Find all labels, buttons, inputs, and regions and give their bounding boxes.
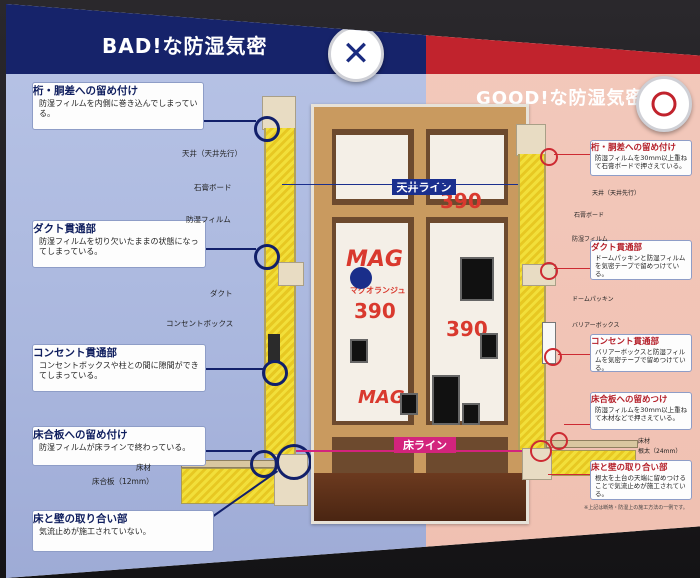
bad-callout-2-title: ダクト貫通部 xyxy=(33,223,96,235)
bad-insulation-wall xyxy=(264,128,296,458)
floor-line xyxy=(296,450,546,452)
ceiling-line xyxy=(282,184,546,185)
bad-label-ceiling: 天井（天井先行） xyxy=(182,149,242,158)
good-lead-5 xyxy=(548,474,590,475)
good-lead-2 xyxy=(554,268,590,269)
bad-callout-3-desc: コンセントボックスや柱との間に隙間ができてしまっている。 xyxy=(39,361,199,380)
good-callout-1: 桁・胴差への留め付け 防湿フィルムを30mm以上重ねて石膏ボードで押さえている。 xyxy=(590,140,692,176)
good-callout-3-title: コンセント貫通部 xyxy=(591,337,660,347)
ceiling-line-label: 天井ライン xyxy=(392,179,456,195)
good-label-barrier-box: バリアーボックス xyxy=(572,322,620,329)
bad-ring-outlet xyxy=(262,360,288,386)
good-callout-2-title: ダクト貫通部 xyxy=(591,243,643,253)
good-callout-2-desc: ドームパッキンと防湿フィルムを気密テープで留めつけている。 xyxy=(595,254,686,278)
product-name-left: マグオランジュ xyxy=(350,286,406,295)
bad-ring-junction xyxy=(276,444,312,480)
bad-lead-1 xyxy=(202,120,256,122)
good-callout-4-title: 床合板への留めつけ xyxy=(591,395,668,405)
bad-label-outlet-box: コンセントボックス xyxy=(166,319,234,328)
good-label-dome: ドームパッキン xyxy=(572,296,614,303)
display-board: BAD!な防湿気密 ✕ GOOD!な防湿気密 桁・胴差への留め付け 防湿フィルム… xyxy=(6,4,700,578)
good-callout-3: コンセント貫通部 バリアーボックスと防湿フィルムを気密テープで留めつけている。 xyxy=(590,334,692,372)
product-number-left: 390 xyxy=(354,299,396,323)
good-callout-5-title: 床と壁の取り合い部 xyxy=(591,463,668,473)
bad-duct xyxy=(278,262,304,286)
good-ring-junction xyxy=(530,440,552,462)
bad-callout-1-title: 桁・胴差への留め付け xyxy=(33,85,138,97)
good-callout-5: 床と壁の取り合い部 根太を土台の天端に留めつけることで気流止めが施工されている。 xyxy=(590,460,692,500)
bad-label-duct: ダクト xyxy=(210,289,233,298)
good-callout-4-desc: 防湿フィルムを30mm以上重ねて木材などで押さえている。 xyxy=(595,406,688,422)
circle-ok-icon xyxy=(636,76,692,132)
bad-label-film: 防湿フィルム xyxy=(186,215,231,224)
duct-box xyxy=(460,257,494,301)
bad-callout-3-title: コンセント貫通部 xyxy=(33,347,117,359)
brand-logo-bottom: MAG xyxy=(358,387,405,408)
good-footnote: ※上記は断熱・防湿上の施工方法の一例です。 xyxy=(584,505,688,511)
outlet-box-1 xyxy=(350,339,368,363)
good-title: GOOD!な防湿気密 xyxy=(476,88,645,109)
left-post xyxy=(314,107,332,477)
good-ring-outlet xyxy=(544,348,562,366)
good-header-band xyxy=(426,4,700,74)
bad-lead-3 xyxy=(204,368,264,370)
bad-callout-2-desc: 防湿フィルムを切り欠いたままの状態になってしまっている。 xyxy=(39,237,199,256)
bad-callout-3: コンセント貫通部 コンセントボックスや柱との間に隙間ができてしまっている。 xyxy=(32,344,206,392)
floor-line-label: 床ライン xyxy=(394,437,456,453)
good-label-ceiling: 天井（天井先行） xyxy=(592,190,641,197)
good-label-film: 防湿フィルム xyxy=(572,236,608,243)
good-label-gypsum: 石膏ボード xyxy=(574,212,605,219)
bad-callout-5-desc: 気流止めが施工されていない。 xyxy=(39,527,151,536)
good-ring-floor xyxy=(550,432,568,450)
mockup-photo: MAG マグオランジュ 390 390 390 MAG 天井ライン 床ライン xyxy=(311,104,529,524)
wood-floor xyxy=(314,473,526,521)
good-callout-5-desc: 根太を土台の天端に留めつけることで気流止めが施工されている。 xyxy=(595,474,686,498)
bad-lead-4 xyxy=(204,450,252,452)
bad-callout-4-title: 床合板への留め付け xyxy=(33,429,128,441)
good-callout-2: ダクト貫通部 ドームパッキンと防湿フィルムを気密テープで留めつけている。 xyxy=(590,240,692,280)
bad-label-floor-plywood: 床合板（12mm） xyxy=(92,477,154,486)
good-lead-3 xyxy=(558,354,590,355)
bad-callout-4-desc: 防湿フィルムが床ラインで終わっている。 xyxy=(39,443,191,452)
good-label-floor: 床材 xyxy=(638,438,651,445)
bad-label-gypsum: 石膏ボード xyxy=(194,183,232,192)
good-ring-beam xyxy=(540,148,558,166)
bad-callout-4: 床合板への留め付け 防湿フィルムが床ラインで終わっている。 xyxy=(32,426,206,466)
outlet-box-2 xyxy=(480,333,498,359)
bad-callout-1-desc: 防湿フィルムを内側に巻き込んでしまっている。 xyxy=(39,99,198,118)
bad-callout-1: 桁・胴差への留め付け 防湿フィルムを内側に巻き込んでしまっている。 xyxy=(32,82,204,130)
good-label-joist: 根太（24mm） xyxy=(638,448,682,455)
bad-label-floor-material: 床材 xyxy=(136,463,151,472)
bad-ring-beam xyxy=(254,116,280,142)
good-insulation-wall xyxy=(518,154,546,450)
bad-title: BAD!な防湿気密 xyxy=(102,34,268,58)
bad-ring-duct xyxy=(254,244,280,270)
outlet-box-4 xyxy=(432,375,460,425)
bad-lead-2 xyxy=(206,248,256,250)
good-lead-1 xyxy=(554,154,590,155)
good-ring-duct xyxy=(540,262,558,280)
good-lead-4 xyxy=(564,424,590,425)
top-beam xyxy=(314,107,526,129)
duct-hole xyxy=(350,267,372,289)
good-callout-1-desc: 防湿フィルムを30mm以上重ねて石膏ボードで押さえている。 xyxy=(595,154,688,170)
floor-sill-beam xyxy=(332,425,508,437)
bad-callout-5-title: 床と壁の取り合い部 xyxy=(33,513,128,525)
good-callout-1-title: 桁・胴差への留め付け xyxy=(591,143,677,153)
outlet-box-3 xyxy=(400,393,418,415)
bad-callout-5: 床と壁の取り合い部 気流止めが施工されていない。 xyxy=(32,510,214,552)
bad-callout-2: ダクト貫通部 防湿フィルムを切り欠いたままの状態になってしまっている。 xyxy=(32,220,206,268)
good-callout-3-desc: バリアーボックスと防湿フィルムを気密テープで留めつけている。 xyxy=(595,348,686,372)
cross-icon: ✕ xyxy=(328,26,384,82)
good-callout-4: 床合板への留めつけ 防湿フィルムを30mm以上重ねて木材などで押さえている。 xyxy=(590,392,692,430)
bad-floor-insulation xyxy=(181,468,283,504)
outlet-box-5 xyxy=(462,403,480,425)
ceiling-joist xyxy=(332,205,508,217)
left-insulation-batt xyxy=(336,223,408,421)
bad-outlet-box xyxy=(268,334,280,362)
